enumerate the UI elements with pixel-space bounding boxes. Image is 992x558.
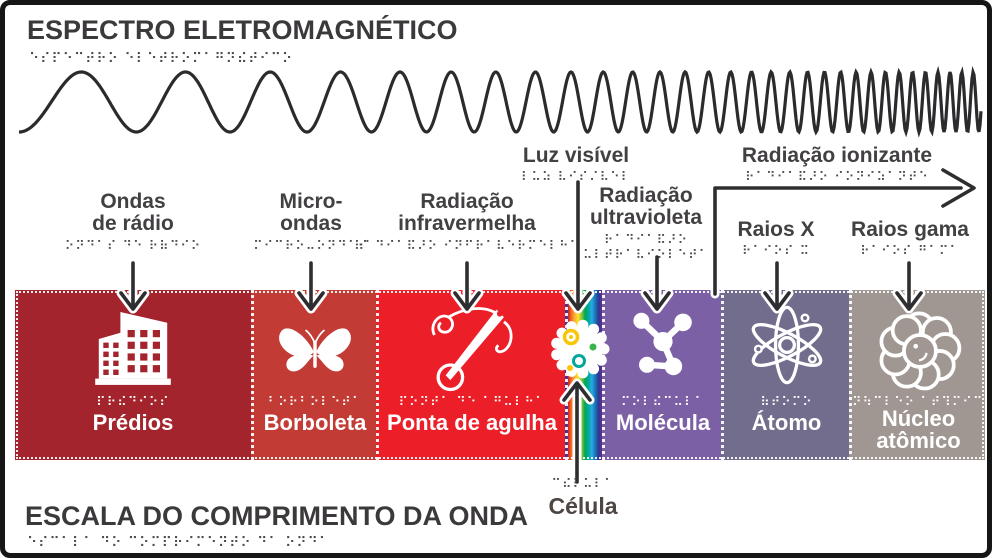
label-infrared: Radiação infravermelha ⠗⠁⠙⠊⠁⠯⠜⠕ ⠊⠝⠋⠗⠁⠧⠑⠗… bbox=[353, 190, 581, 254]
page-title: ESPECTRO ELETROMAGNÉTICO bbox=[27, 15, 458, 45]
page-title-braille: ⠑⠎⠏⠑⠉⠞⠗⠕ ⠑⠇⠑⠞⠗⠕⠍⠁⠛⠝⠮⠞⠊⠉⠕ bbox=[29, 51, 294, 67]
label-visible-text: Luz visível bbox=[522, 144, 630, 167]
label-radio-line2: de rádio bbox=[92, 212, 174, 236]
label-micro-braille: ⠍⠊⠉⠗⠕⠤⠕⠝⠙⠁⠎ bbox=[253, 238, 369, 254]
band-infrared-braille: ⠏⠕⠝⠞⠁ ⠙⠑ ⠁⠛⠥⠇⠓⠁ bbox=[398, 395, 546, 410]
atom-icon bbox=[751, 305, 822, 385]
needle-icon bbox=[431, 307, 513, 392]
label-radio-line1: Ondas bbox=[100, 190, 166, 213]
band-micro-butterfly: ⠃⠕⠗⠃⠕⠇⠑⠞⠁ Borboleta bbox=[251, 290, 376, 460]
band-xray-label: Átomo bbox=[751, 410, 822, 435]
chirp-wave bbox=[19, 65, 983, 138]
label-uv-braille1: ⠗⠁⠙⠊⠁⠯⠜⠕ bbox=[603, 232, 689, 248]
label-x-rays: Raios X ⠗⠁⠊⠕⠎ ⠭ bbox=[737, 218, 815, 260]
molecule-icon bbox=[633, 312, 692, 376]
band-uv-label: Molécula bbox=[615, 410, 711, 435]
band-infrared-label: Ponta de agulha bbox=[387, 410, 557, 435]
band-xray-braille: ⠷⠞⠕⠍⠕ bbox=[760, 395, 813, 410]
label-ultraviolet: Radiação ultravioleta ⠗⠁⠙⠊⠁⠯⠜⠕ ⠥⠇⠞⠗⠁⠧⠊⠕⠇… bbox=[582, 184, 710, 263]
footer-title-braille: ⠑⠎⠉⠁⠇⠁ ⠙⠕ ⠉⠕⠍⠏⠗⠊⠍⠑⠝⠞⠕ ⠙⠁ ⠕⠝⠙⠁ bbox=[27, 535, 331, 551]
band-radio-buildings: ⠏⠗⠮⠙⠊⠕⠎ Prédios bbox=[15, 290, 251, 460]
band-gamma-label-line1: Núcleo bbox=[881, 406, 956, 431]
label-infrared-line1: Radiação bbox=[420, 190, 514, 213]
nucleus-icon bbox=[879, 311, 961, 391]
band-visible-rainbow bbox=[565, 290, 602, 460]
label-gamma-text: Raios gama bbox=[851, 218, 969, 241]
label-ionizing-text: Radiação ionizante bbox=[741, 144, 933, 167]
band-infrared-needle: ⠏⠕⠝⠞⠁ ⠙⠑ ⠁⠛⠥⠇⠓⠁ Ponta de agulha bbox=[376, 290, 565, 460]
label-visible-light: Luz visível ⠇⠥⠵ ⠧⠊⠎⠌⠧⠑⠇ bbox=[520, 144, 632, 186]
footer-title: ESCALA DO COMPRIMENTO DA ONDA bbox=[25, 501, 529, 531]
label-radio-braille: ⠕⠝⠙⠁⠎ ⠙⠑ ⠗⠷⠙⠊⠕ bbox=[64, 238, 202, 254]
label-xrays-text: Raios X bbox=[737, 218, 815, 241]
label-cell: ⠉⠮⠇⠥⠇⠁ Célula bbox=[548, 477, 617, 520]
band-micro-label: Borboleta bbox=[263, 410, 367, 435]
label-uv-line2: ultravioleta bbox=[589, 206, 703, 230]
label-gamma-braille: ⠗⠁⠊⠕⠎ ⠛⠁⠍⠁ bbox=[860, 244, 960, 260]
band-xray-atom: ⠷⠞⠕⠍⠕ Átomo bbox=[721, 290, 849, 460]
label-ionizing-braille: ⠗⠁⠙⠊⠁⠯⠜⠕ ⠊⠕⠝⠊⠵⠁⠝⠞⠑ bbox=[745, 170, 929, 186]
label-micro-line1: Micro- bbox=[279, 190, 343, 213]
label-cell-braille: ⠉⠮⠇⠥⠇⠁ bbox=[551, 477, 615, 492]
band-micro-braille: ⠃⠕⠗⠃⠕⠇⠑⠞⠁ bbox=[267, 395, 363, 410]
buildings-icon bbox=[95, 312, 171, 385]
label-microwaves: Micro- ondas ⠍⠊⠉⠗⠕⠤⠕⠝⠙⠁⠎ bbox=[253, 190, 369, 254]
wave-and-arrows-overlay bbox=[19, 65, 983, 487]
band-gamma-label-line2: atômico bbox=[876, 428, 961, 454]
label-cell-text: Célula bbox=[548, 493, 618, 519]
label-uv-line1: Radiação bbox=[599, 184, 693, 207]
label-radio-waves: Ondas de rádio ⠕⠝⠙⠁⠎ ⠙⠑ ⠗⠷⠙⠊⠕ bbox=[64, 190, 202, 254]
label-ionizing-radiation: Radiação ionizante ⠗⠁⠙⠊⠁⠯⠜⠕ ⠊⠕⠝⠊⠵⠁⠝⠞⠑ bbox=[741, 144, 933, 186]
butterfly-icon bbox=[279, 327, 352, 373]
band-uv-molecule: ⠍⠕⠇⠮⠉⠥⠇⠁ Molécula bbox=[602, 290, 721, 460]
band-gamma-braille: ⠝⠳⠉⠇⠑⠕ ⠁⠞⠹⠍⠊⠉⠕ bbox=[852, 395, 992, 410]
label-micro-line2: ondas bbox=[280, 212, 342, 236]
band-radio-label: Prédios bbox=[92, 410, 174, 435]
label-gamma-rays: Raios gama ⠗⠁⠊⠕⠎ ⠛⠁⠍⠁ bbox=[851, 218, 969, 260]
band-radio-braille: ⠏⠗⠮⠙⠊⠕⠎ bbox=[96, 395, 170, 410]
label-infrared-line2: infravermelha bbox=[398, 212, 536, 236]
label-infrared-braille: ⠗⠁⠙⠊⠁⠯⠜⠕ ⠊⠝⠋⠗⠁⠧⠑⠗⠍⠑⠇⠓⠁ bbox=[353, 238, 581, 254]
label-xrays-braille: ⠗⠁⠊⠕⠎ ⠭ bbox=[741, 244, 811, 260]
band-uv-braille: ⠍⠕⠇⠮⠉⠥⠇⠁ bbox=[620, 395, 706, 410]
label-uv-braille2: ⠥⠇⠞⠗⠁⠧⠊⠕⠇⠑⠞⠁ bbox=[582, 247, 710, 263]
label-visible-braille: ⠇⠥⠵ ⠧⠊⠎⠌⠧⠑⠇ bbox=[520, 170, 632, 186]
spectrum-band: ⠏⠗⠮⠙⠊⠕⠎ Prédios ⠃⠕⠗⠃⠕⠇⠑⠞⠁ Borboleta bbox=[15, 290, 992, 460]
